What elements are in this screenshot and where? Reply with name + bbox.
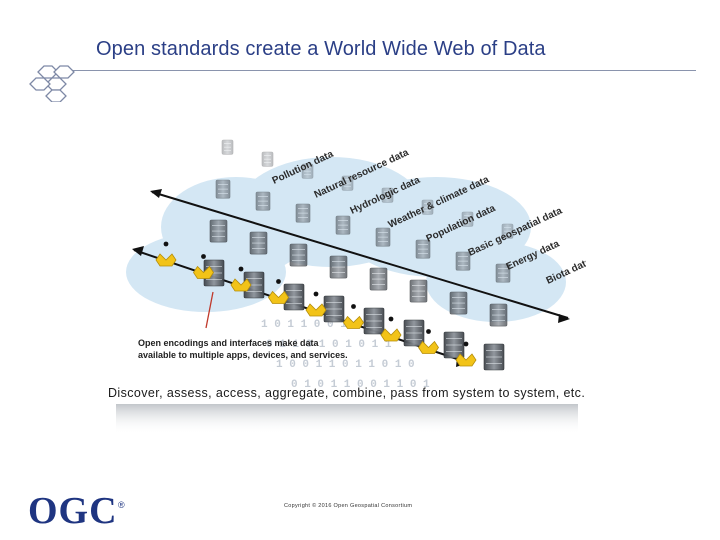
server-icon <box>483 343 505 371</box>
server-icon <box>489 303 508 327</box>
server-icon <box>221 139 234 155</box>
title-rule <box>60 70 696 71</box>
annotation-line-2: available to multiple apps, devices, and… <box>138 350 348 360</box>
binary-data-floor: 1 0 1 1 0 0 1 0 1 0 1 1 0 1 0 1 0 1 1 1 … <box>261 319 430 391</box>
server-icon <box>369 267 388 291</box>
network-arrowhead-left <box>150 189 162 198</box>
connector-icon <box>343 304 364 329</box>
server-icon <box>409 279 428 303</box>
server-icon <box>261 151 274 167</box>
network-arrow <box>151 191 569 319</box>
server-icon <box>295 203 311 223</box>
slide-caption: Discover, assess, access, aggregate, com… <box>108 386 586 400</box>
hexagon-logo-icon <box>29 65 75 102</box>
copyright-notice: Copyright © 2016 Open Geospatial Consort… <box>284 503 413 509</box>
slide-title: Open standards create a World Wide Web o… <box>96 38 546 60</box>
server-icon <box>421 199 434 215</box>
svg-text:1 0 0 1 1 0 1 1 0 1 0: 1 0 0 1 1 0 1 1 0 1 0 <box>276 359 415 371</box>
server-icon <box>449 291 468 315</box>
interfaces-arrowhead-left <box>132 246 144 256</box>
connector-icon <box>305 291 327 317</box>
svg-text:0 1 1 0 1 0 1 0 1 1: 0 1 1 0 1 0 1 0 1 1 <box>266 339 392 351</box>
server-icon <box>323 295 345 323</box>
annotation-line-1: Open encodings and interfaces make data <box>138 338 320 348</box>
server-icon <box>415 239 431 259</box>
registered-mark: ® <box>118 500 125 510</box>
connector-icon <box>380 316 402 342</box>
server-icon <box>443 331 465 359</box>
server-icon <box>249 231 268 255</box>
reflection-strip <box>116 404 578 434</box>
server-icon <box>209 219 228 243</box>
annotation-pointer <box>205 291 214 329</box>
connector-icon <box>230 266 252 292</box>
data-web-diagram: 1 0 1 1 0 0 1 0 1 0 1 1 0 1 0 1 0 1 1 1 … <box>116 139 586 434</box>
server-icon <box>495 263 511 283</box>
server-icon <box>461 211 474 227</box>
server-icon <box>375 227 391 247</box>
network-arrowhead-right <box>558 314 570 323</box>
server-grid <box>203 139 514 371</box>
connector-icon <box>268 279 289 304</box>
ogc-logo: OGC <box>28 490 118 532</box>
connector-icon <box>455 341 477 367</box>
server-icon <box>215 179 231 199</box>
server-icon <box>403 319 425 347</box>
server-icon <box>501 223 514 239</box>
connector-icon <box>418 329 439 354</box>
server-icon <box>301 163 314 179</box>
server-icon <box>335 215 351 235</box>
annotation-text: Open encodings and interfaces make data … <box>138 338 348 360</box>
connector-icon <box>193 254 214 279</box>
server-icon <box>329 255 348 279</box>
server-icon <box>341 175 354 191</box>
server-icon <box>381 187 394 203</box>
server-icon <box>289 243 308 267</box>
connector-icon <box>155 241 177 267</box>
connector-row <box>155 241 477 367</box>
svg-text:0 1 0 1 1 0 0 1 1 0 1: 0 1 0 1 1 0 0 1 1 0 1 <box>291 379 430 391</box>
server-icon <box>455 251 471 271</box>
server-icon <box>363 307 385 335</box>
server-icon <box>283 283 305 311</box>
server-icon <box>255 191 271 211</box>
